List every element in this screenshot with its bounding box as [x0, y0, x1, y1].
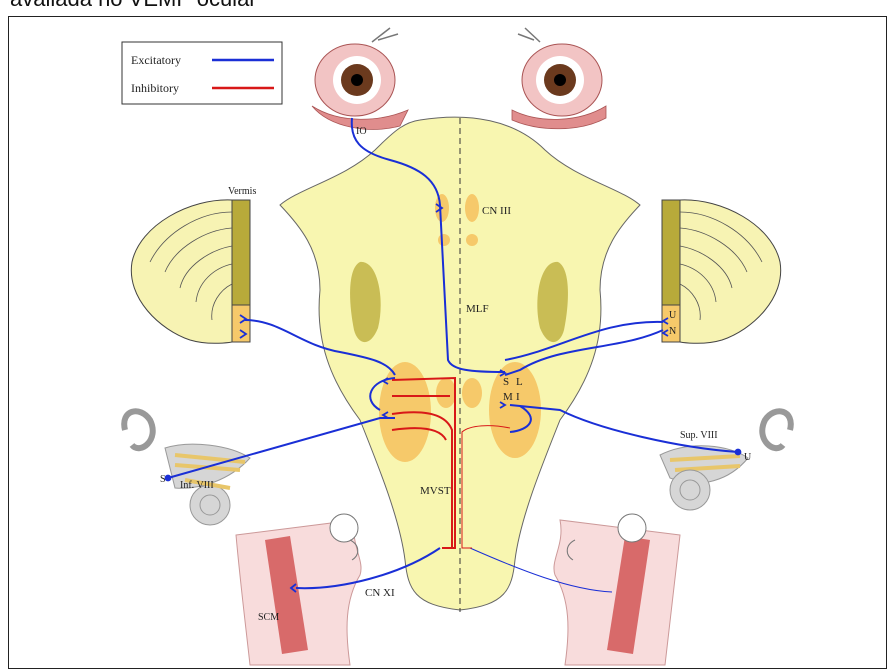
central-nucleus-left	[436, 378, 456, 408]
eye-left: IO	[312, 28, 408, 137]
neck-left: SCM	[236, 514, 361, 665]
cerebellum-left: Vermis	[131, 186, 256, 343]
nucleus-s-label: S	[503, 376, 509, 388]
n-left-label: N	[669, 326, 676, 337]
io-label: IO	[356, 126, 367, 137]
mlf-label: MLF	[466, 303, 489, 315]
cn3-label: CN III	[482, 205, 511, 217]
sup8-label: Sup. VIII	[680, 430, 718, 441]
nucleus-m-label: M	[503, 391, 513, 403]
cn11-label: CN XI	[365, 587, 395, 599]
inner-ear-right: Sup. VIII U	[660, 411, 791, 510]
vestibular-nuclei-right	[489, 362, 541, 458]
cn3-nucleus-right-1	[465, 194, 479, 222]
neck-right	[554, 514, 680, 665]
legend-excitatory-label: Excitatory	[131, 53, 181, 67]
legend-inhibitory-label: Inhibitory	[131, 81, 179, 95]
cn3-nucleus-right-2	[466, 234, 478, 246]
mvst-label: MVST	[420, 485, 451, 497]
cn3-nucleus-left-2	[438, 234, 450, 246]
inner-ear-left: S Inf. VIII	[124, 411, 250, 525]
s-left-label: S	[160, 474, 166, 485]
legend: Excitatory Inhibitory	[122, 42, 282, 104]
nucleus-i-label: I	[516, 391, 520, 403]
u-left-label: U	[669, 310, 677, 321]
eye-right	[512, 28, 606, 129]
u-right-label: U	[744, 452, 752, 463]
cerebellum-right: U N	[662, 200, 781, 343]
central-nucleus-right	[462, 378, 482, 408]
scm-label: SCM	[258, 612, 279, 623]
inf8-label: Inf. VIII	[180, 480, 214, 491]
nucleus-l-label: L	[516, 376, 523, 388]
vermis-label: Vermis	[228, 186, 256, 197]
